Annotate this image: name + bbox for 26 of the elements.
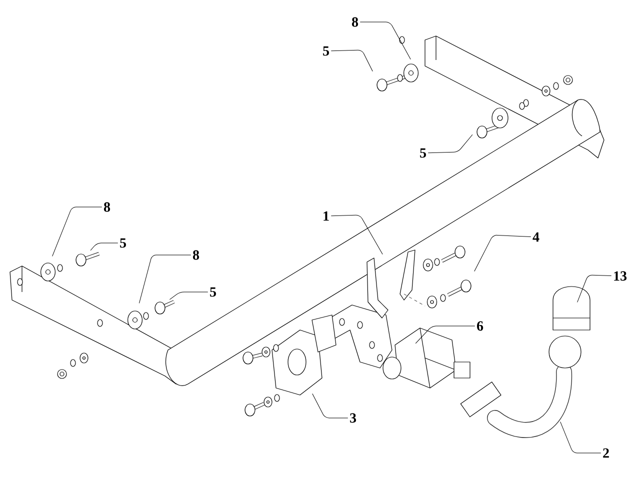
callout-number: 8 — [104, 202, 110, 212]
callout-number: 2 — [603, 448, 609, 458]
callout-number: 8 — [352, 17, 358, 27]
leader-line — [428, 134, 473, 154]
callout-number: 8 — [192, 250, 200, 260]
callout-number: 5 — [420, 148, 426, 158]
callout-number: 4 — [532, 232, 540, 242]
leader-line — [415, 326, 475, 344]
callout-number: 5 — [210, 287, 216, 297]
leader-line — [360, 22, 411, 60]
leader-line — [52, 206, 102, 256]
callout-number: 13 — [614, 271, 627, 281]
leader-line — [331, 50, 373, 72]
leader-line — [560, 422, 601, 454]
leader-line — [90, 242, 118, 250]
leader-line — [170, 292, 208, 300]
leader-line — [474, 234, 531, 272]
leader-line — [577, 274, 612, 302]
callout-number: 6 — [477, 321, 484, 331]
leader-line — [312, 394, 348, 418]
leader-line — [139, 254, 191, 304]
callout-number: 5 — [323, 46, 329, 56]
callout-number: 1 — [324, 211, 329, 221]
leader-line — [331, 214, 383, 254]
callout-number: 3 — [350, 413, 356, 423]
callout-number: 5 — [120, 238, 126, 248]
